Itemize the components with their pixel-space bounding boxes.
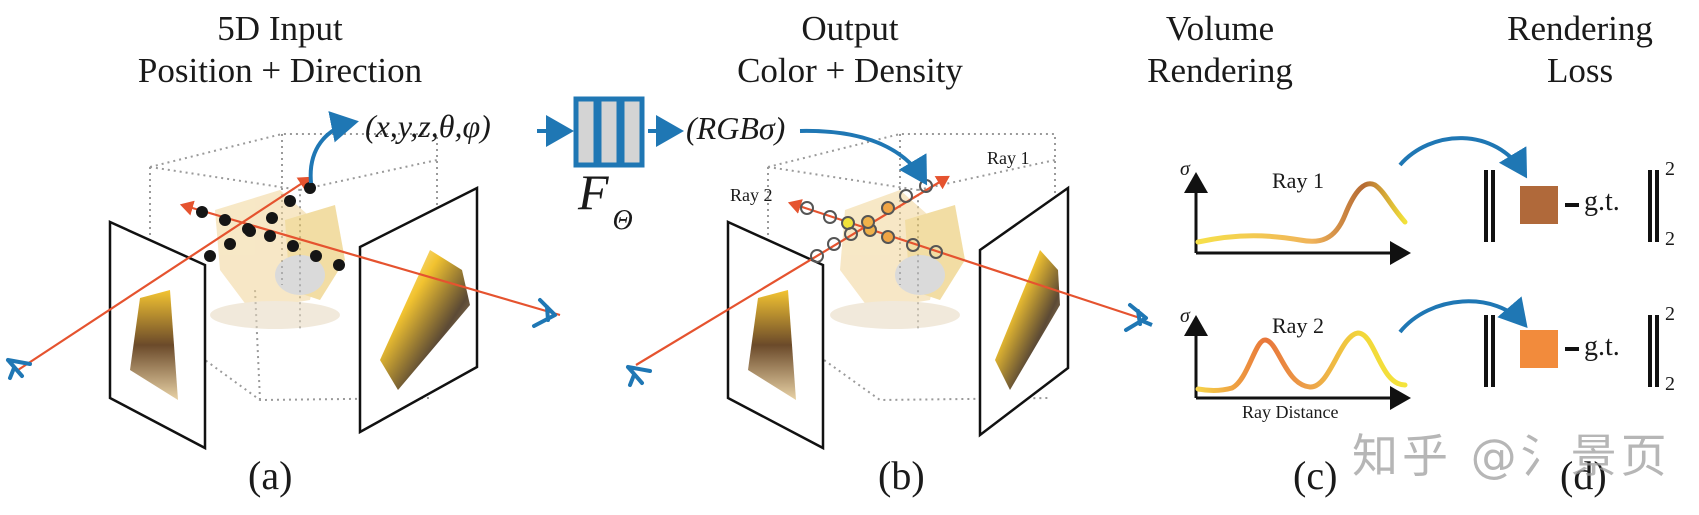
arrow-to-input-tuple	[308, 111, 359, 184]
plot2-title: Ray 2	[1272, 313, 1324, 338]
output-tuple: (RGBσ)	[686, 110, 786, 146]
gt-label-2: g.t.	[1584, 331, 1620, 362]
image-right-photo	[380, 250, 470, 390]
ray-1	[635, 175, 950, 366]
caption-b: (b)	[878, 453, 925, 498]
plot1-title: Ray 1	[1272, 168, 1324, 193]
predicted-color-swatch-2	[1520, 330, 1558, 368]
sub-1: 2	[1665, 228, 1675, 250]
image-left-photo	[130, 290, 178, 400]
camera-icon	[532, 298, 557, 328]
ray1-label: Ray 1	[987, 148, 1030, 168]
loss-term-2	[1484, 315, 1659, 387]
camera-icon	[626, 365, 652, 387]
input-tuple: (x,y,z,θ,φ)	[365, 108, 491, 144]
camera-icon	[6, 358, 32, 380]
predicted-color-swatch-1	[1520, 186, 1558, 224]
arrow-ray1-to-loss	[1398, 136, 1528, 179]
plot1-ylabel: σ	[1180, 158, 1190, 180]
arrow-output-to-scene	[799, 128, 928, 186]
sup-1: 2	[1665, 158, 1675, 180]
network-label-f: F	[578, 164, 609, 220]
panel-c-title: Volume Rendering	[1147, 9, 1293, 90]
panel-b-title: Output Color + Density	[737, 9, 963, 90]
network-label-theta: Θ	[612, 205, 633, 236]
plot2-xlabel: Ray Distance	[1242, 402, 1339, 422]
plot2-ylabel: σ	[1180, 305, 1190, 327]
density-curve-ray2	[1195, 330, 1408, 394]
caption-c: (c)	[1293, 453, 1338, 498]
ray2-label: Ray 2	[730, 185, 773, 205]
image-left-photo-b	[748, 290, 796, 400]
density-plot-ray1	[1184, 172, 1411, 265]
ray-a-1	[17, 176, 312, 371]
density-curve-ray1	[1195, 181, 1408, 245]
panel-b-scene	[626, 128, 1148, 451]
arrow-ray2-to-loss	[1398, 296, 1528, 334]
sup-2: 2	[1665, 303, 1675, 325]
density-plot-ray2	[1184, 315, 1411, 410]
watermark: 知乎 @氵景页	[1352, 429, 1671, 483]
sub-2: 2	[1665, 373, 1675, 395]
panel-d-title: Rendering Loss	[1507, 9, 1653, 90]
ray-a-2	[179, 200, 561, 317]
panel-a-scene	[6, 111, 561, 451]
arrow-ray2-from-scene	[1139, 318, 1153, 327]
network-block	[573, 96, 645, 168]
bulldozer-volume	[210, 190, 345, 329]
loss-term-1	[1484, 170, 1659, 242]
network-label: FΘ	[578, 163, 633, 236]
image-right-photo-b	[995, 250, 1060, 390]
bulldozer-volume-b	[830, 190, 965, 329]
panel-a-title: 5D Input Position + Direction	[137, 9, 423, 90]
gt-label-1: g.t.	[1584, 186, 1620, 217]
caption-a: (a)	[248, 453, 293, 498]
sample-points	[196, 182, 345, 271]
caption-d: (d)	[1560, 453, 1607, 498]
